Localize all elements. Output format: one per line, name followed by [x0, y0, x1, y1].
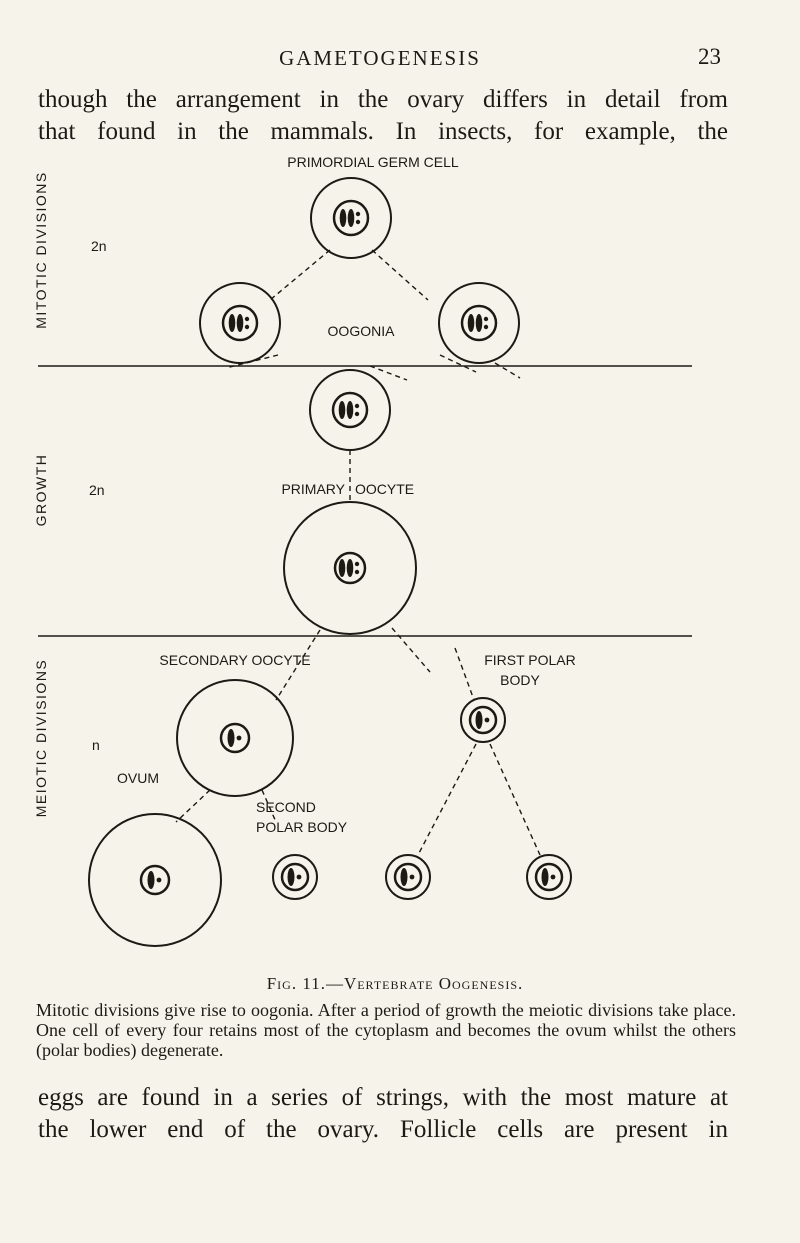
mitotic-division-lines: [225, 249, 521, 381]
text-line: eggs are found in a series of strings, w…: [38, 1084, 728, 1111]
primary-oocyte: [283, 501, 417, 635]
label-second: SECOND: [256, 799, 316, 815]
oogonium-growing: [309, 369, 391, 451]
label-primary: PRIMARY: [281, 481, 345, 497]
label-body: BODY: [500, 672, 540, 688]
oogonium-right: [438, 282, 520, 364]
ploidy-meiotic: n: [92, 737, 100, 753]
meiosis-two-lines: [175, 743, 541, 856]
figure-title: PRIMORDIAL GERM CELL: [287, 154, 459, 170]
side-label-meiotic: MEIOTIC DIVISIONS: [33, 659, 49, 818]
label-first-polar: FIRST POLAR: [484, 652, 576, 668]
ploidy-mitotic: 2n: [91, 238, 107, 254]
primordial-germ-cell: [310, 177, 392, 259]
oogonium-left: [199, 282, 281, 364]
side-label-growth: GROWTH: [33, 454, 49, 527]
polar-body-left: [385, 854, 431, 900]
oogenesis-diagram: PRIMORDIAL GERM CELL MITOTIC DIVISIONS G…: [33, 154, 692, 947]
label-oocyte: OOCYTE: [355, 481, 414, 497]
text-line: the lower end of the ovary. Follicle cel…: [38, 1116, 728, 1143]
running-header: GAMETOGENESIS: [279, 46, 481, 70]
paragraph-top: though the arrangement in the ovary diff…: [38, 84, 728, 148]
label-secondary-oocyte: SECONDARY OOCYTE: [159, 652, 310, 668]
ovum: [88, 813, 222, 947]
text-line: though the arrangement in the ovary diff…: [38, 86, 728, 113]
paragraph-bottom: eggs are found in a series of strings, w…: [38, 1082, 728, 1146]
figure-caption: Fig. 11.—Vertebrate Oogenesis.: [266, 974, 524, 993]
text-line: that found in the mammals. In insects, f…: [38, 118, 728, 145]
figure-legend: Mitotic divisions give rise to oogonia. …: [36, 1000, 736, 1060]
second-polar-body: [272, 854, 318, 900]
label-polar-body: POLAR BODY: [256, 819, 348, 835]
side-label-mitotic: MITOTIC DIVISIONS: [33, 171, 49, 328]
label-ovum: OVUM: [117, 770, 159, 786]
label-oogonia: OOGONIA: [328, 323, 396, 339]
meiosis-one-lines: [275, 627, 475, 701]
polar-body-right: [526, 854, 572, 900]
secondary-oocyte: [176, 679, 294, 797]
ploidy-growth: 2n: [89, 482, 105, 498]
first-polar-body: [460, 697, 506, 743]
page-number: 23: [698, 44, 721, 69]
